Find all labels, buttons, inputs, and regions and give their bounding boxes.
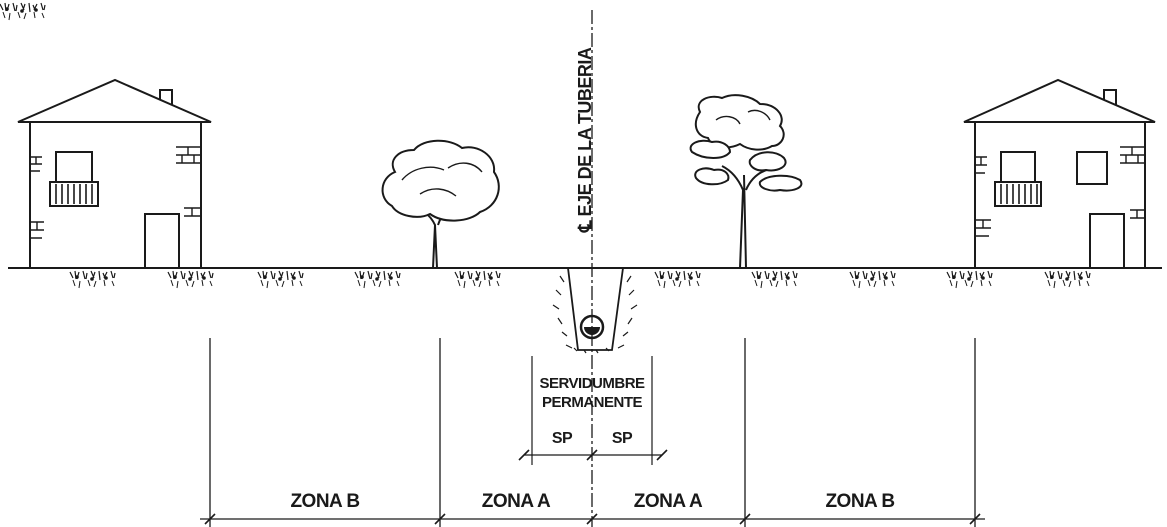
tree-left-icon	[381, 139, 500, 269]
house-right-icon	[963, 78, 1156, 269]
soil-texture	[0, 2, 1091, 289]
zone-a-right-label: ZONA A	[633, 491, 703, 512]
servidumbre-line2: PERMANENTE	[541, 394, 643, 411]
servidumbre-label: SERVIDUMBRE PERMANENTE	[539, 374, 645, 412]
pipe-trench	[552, 267, 638, 354]
sp-left-label: SP	[551, 430, 573, 447]
zone-ticks	[204, 513, 981, 525]
zone-a-left-label: ZONA A	[481, 491, 551, 512]
zone-boundaries	[209, 338, 976, 527]
sp-center-tick	[586, 449, 598, 461]
sp-right-label: SP	[611, 430, 633, 447]
zone-b-right-label: ZONA B	[825, 491, 895, 512]
pipeline-axis-label: ℄ EJE DE LA TUBERIA	[575, 47, 595, 232]
house-left-icon	[17, 78, 212, 269]
servidumbre-guides	[531, 356, 653, 465]
tree-right-icon	[689, 94, 803, 269]
servidumbre-line1: SERVIDUMBRE	[539, 375, 645, 392]
zone-b-left-label: ZONA B	[290, 491, 360, 512]
